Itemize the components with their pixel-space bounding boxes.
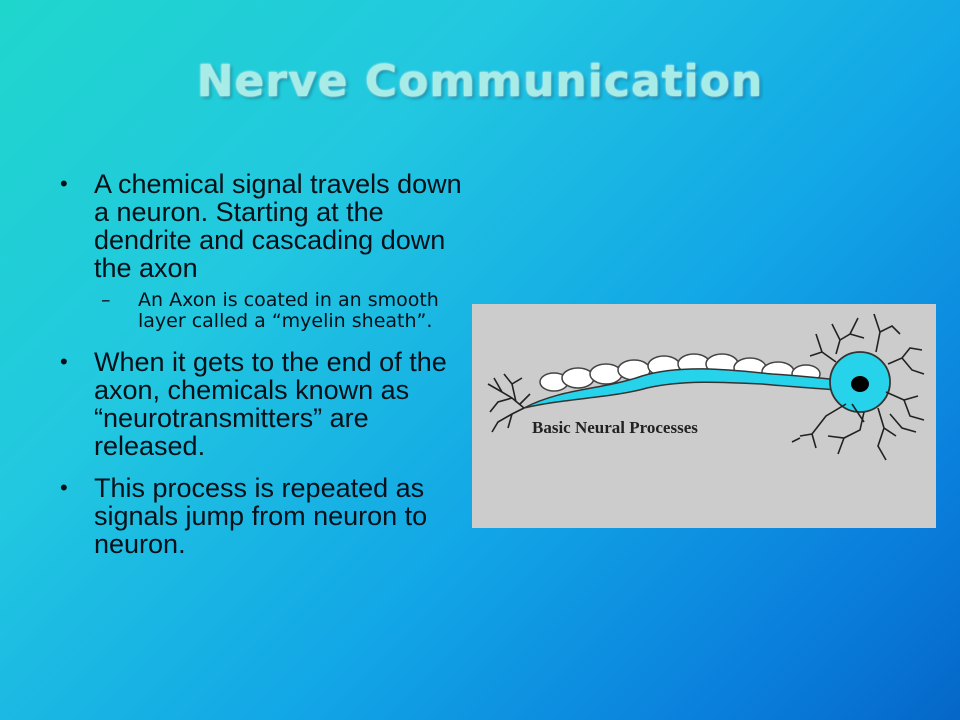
bullet-item: • This process is repeated as signals ju… xyxy=(56,474,466,558)
bullet-text: A chemical signal travels down a neuron.… xyxy=(94,169,462,283)
neuron-illustration xyxy=(487,313,925,461)
neuron-figure: Basic Neural Processes xyxy=(472,304,936,528)
nucleus xyxy=(851,376,869,392)
bullet-text: This process is repeated as signals jump… xyxy=(94,473,428,559)
dendrites xyxy=(487,313,925,461)
bullet-item: • A chemical signal travels down a neuro… xyxy=(56,170,466,282)
bullet-list: • A chemical signal travels down a neuro… xyxy=(56,170,466,572)
bullet-glyph: • xyxy=(60,349,68,374)
sub-bullet-text: An Axon is coated in an smooth layer cal… xyxy=(138,289,439,332)
sub-bullet-item: – An Axon is coated in an smooth layer c… xyxy=(56,290,466,332)
bullet-text: When it gets to the end of the axon, che… xyxy=(94,347,447,461)
bullet-item: • When it gets to the end of the axon, c… xyxy=(56,348,466,460)
slide-title: Nerve Communication xyxy=(196,56,764,107)
bullet-glyph: • xyxy=(60,171,68,196)
bullet-glyph: • xyxy=(60,475,68,500)
sub-bullet-glyph: – xyxy=(101,289,111,311)
figure-caption: Basic Neural Processes xyxy=(532,418,698,437)
